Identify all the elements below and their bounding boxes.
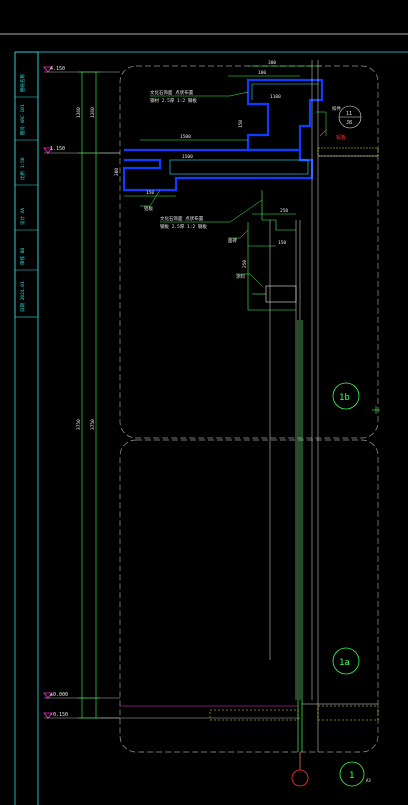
note-top-1: 文化石饰面 点状布置 [150,89,194,96]
tag-b: 面砖 [228,237,237,244]
title-block: 图纸名称 图号 ARC-101 比例 1:50 设计 AA 审核 BB 日期 2… [14,51,39,318]
dim-right-a: 250 [280,208,288,214]
level-below: -0.150 [50,712,68,718]
right-edge-marks [372,406,380,414]
horizontal-dimensions [124,65,322,247]
mid-detail [247,190,297,311]
dim-top-a: 300 [268,60,276,66]
title-cell-2: 图号 ARC-101 [20,104,26,135]
title-cell-4: 设计 AA [19,208,26,225]
title-cell-3: 比例 1:50 [19,157,26,180]
bubble-1b: 1b [339,393,350,403]
dim-mid-a: 300 [114,168,120,176]
dim-lower-b: 250 [242,260,248,268]
reference-lines [100,152,300,719]
dim-main-b: 3750 [90,419,96,430]
tag-d: 扣件 [332,105,341,112]
bubble-1: 1 [349,771,354,781]
note-mid-2: 钢板 2.5厚 1:2 钢板 [160,223,207,230]
level-top: 4.150 [50,66,65,72]
column-lines [269,60,319,752]
dim-top-b: 180 [258,70,266,76]
bubble-sub: A3 [366,778,371,783]
tag-a: 铝板 [144,205,153,212]
tag-c: 涂料 [236,273,245,280]
dim-beam2: 1100 [270,94,281,100]
elevation-bubbles: 1b 1a 1 A3 [332,382,371,787]
dim-upper-b: 1260 [90,107,96,118]
leader-lines [140,91,327,287]
bubble-1a: 1a [339,658,350,668]
dim-cant: 1500 [182,154,193,160]
callout-red-mark: 铝板 [336,134,346,141]
vertical-dimensions [78,71,100,719]
detail-callout-sub: J8 [346,120,352,126]
axis-marker [291,752,309,787]
title-cell-6: 日期 2024.01 [20,281,26,312]
ground-hatch [120,703,379,721]
dim-lower-a: 150 [278,240,286,246]
level-mid: 1.150 [50,146,65,152]
title-cell-5: 审核 BB [19,248,26,265]
dim-beam: 1500 [180,134,191,140]
level-ground: ±0.000 [50,692,68,698]
dim-upper-a: 1260 [76,107,82,118]
dim-main-a: 3750 [76,419,82,430]
top-canopy-outline [169,83,318,175]
dim-left-a: 150 [146,190,154,196]
top-canopy-profile [122,78,324,192]
title-cell-1: 图纸名称 [19,74,26,92]
cloud-lower [119,439,379,753]
note-top-2: 钢材 2.5厚 1:2 钢板 [150,97,197,104]
detail-callout: 11 J8 铝板 [319,105,362,141]
detail-callout-id: 11 [346,111,352,117]
right-slab [317,147,379,157]
note-mid-1: 文化石饰面 点状布置 [160,215,204,222]
cloud-upper [119,65,379,439]
dim-slab: 150 [238,120,244,128]
